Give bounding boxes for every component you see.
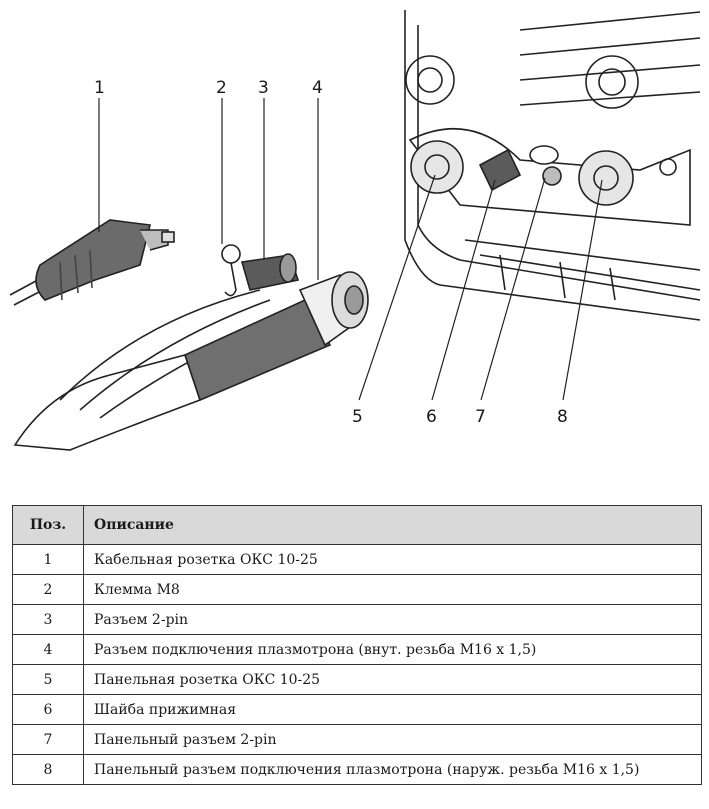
row-pos: 8	[12, 754, 84, 785]
callout-5: 5	[352, 407, 363, 427]
row-desc: Панельная розетка ОКС 10-25	[83, 664, 702, 695]
header-pos: Поз.	[12, 505, 84, 545]
row-desc: Клемма М8	[83, 574, 702, 605]
callout-1: 1	[94, 78, 105, 98]
callout-8: 8	[557, 407, 568, 427]
callout-3: 3	[258, 78, 269, 98]
callout-6: 6	[426, 407, 437, 427]
connector-illustration: 1 2 3 4 5 6 7 8	[9, 10, 701, 451]
row-desc: Кабельная розетка ОКС 10-25	[83, 544, 702, 575]
row-pos: 7	[12, 724, 84, 755]
cable-assembly-drawing	[9, 219, 369, 451]
table-header-row: Поз. Описание	[12, 505, 702, 545]
row-desc: Панельный разъем 2-pin	[83, 724, 702, 755]
panel-drawing	[404, 10, 701, 321]
header-desc: Описание	[83, 505, 702, 545]
row-desc: Разъем 2-pin	[83, 604, 702, 635]
row-pos: 1	[12, 544, 84, 575]
row-desc: Шайба прижимная	[83, 694, 702, 725]
row-desc: Панельный разъем подключения плазмотрона…	[83, 754, 702, 785]
row-desc: Разъем подключения плазмотрона (внут. ре…	[83, 634, 702, 665]
row-pos: 3	[12, 604, 84, 635]
row-pos: 6	[12, 694, 84, 725]
leader-lines	[98, 98, 603, 401]
row-pos: 5	[12, 664, 84, 695]
callout-7: 7	[475, 407, 486, 427]
callout-4: 4	[312, 78, 323, 98]
row-pos: 4	[12, 634, 84, 665]
row-pos: 2	[12, 574, 84, 605]
callout-2: 2	[216, 78, 227, 98]
